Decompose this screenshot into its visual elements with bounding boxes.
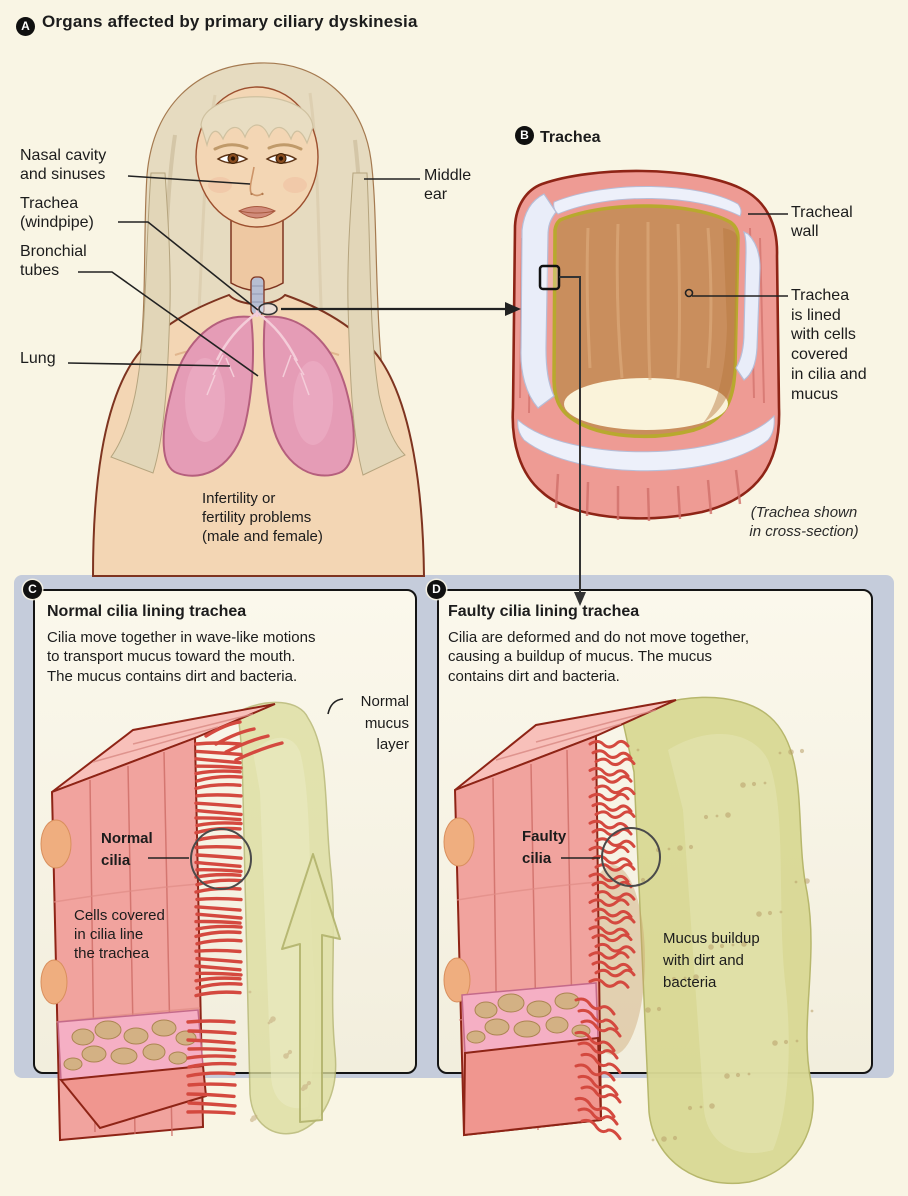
label-cells-covered: Cells covered in cilia line the trachea — [74, 907, 165, 962]
normal-mucus-layer-shape — [237, 701, 341, 1135]
label-bronchial-tubes: Bronchial tubes — [20, 243, 87, 279]
left-eyebrow — [213, 143, 249, 151]
normal-cilia-cells-illustration — [40, 701, 341, 1142]
eyes — [216, 153, 298, 164]
label-trachea-windpipe: Trachea (windpipe) — [20, 195, 94, 231]
caption-cross-section: (Trachea shown in cross-section) — [749, 504, 859, 540]
label-lung: Lung — [20, 350, 56, 367]
label-tracheal-wall: Tracheal wall — [791, 204, 853, 240]
label-infertility: Infertility or fertility problems (male … — [202, 490, 323, 545]
bangs — [200, 96, 314, 148]
label-normal-mucus-layer: Normal mucus layer — [360, 693, 409, 753]
label-trachea-lining: Trachea is lined with cells covered in c… — [791, 287, 867, 403]
panel-d-description: Cilia are deformed and do not move toget… — [448, 629, 750, 685]
badge-a: A — [16, 17, 35, 36]
nose — [249, 166, 264, 197]
cartilage-left — [520, 193, 557, 409]
goblet-cell-band — [57, 1009, 204, 1081]
faulty-cilia-cells-illustration — [443, 696, 814, 1184]
label-nasal-cavity: Nasal cavity and sinuses — [20, 147, 107, 183]
panel-c-description: Cilia move together in wave-like motions… — [47, 629, 316, 685]
trachea-cross-section-illustration — [511, 169, 781, 522]
badge-d: D — [427, 580, 446, 599]
label-middle-ear: Middle ear — [424, 167, 472, 203]
label-faulty-cilia: Faulty cilia — [522, 828, 567, 867]
right-eyebrow — [267, 143, 303, 151]
panel-d-title: Faulty cilia lining trachea — [448, 603, 640, 620]
cartilage-ring-front — [517, 414, 775, 472]
badge-c: C — [23, 580, 42, 599]
trachea-lumen — [564, 378, 728, 430]
page-title: Organs affected by primary ciliary dyski… — [42, 12, 418, 31]
goblet-cell-band — [461, 982, 599, 1054]
trachea-inner-cavity — [552, 204, 740, 439]
cell-block-bottom — [462, 1036, 603, 1137]
panel-c-title: Normal cilia lining trachea — [47, 603, 247, 620]
normal-cilia-comb — [194, 741, 243, 998]
cartilage-right — [735, 230, 761, 381]
mucus-flow-arrow — [281, 853, 341, 1123]
figure-b-title: Trachea — [540, 129, 601, 146]
label-normal-cilia: Normal cilia — [101, 830, 153, 869]
label-mucus-buildup: Mucus buildup with dirt and bacteria — [663, 930, 760, 991]
face — [195, 86, 319, 228]
badge-b: B — [515, 126, 534, 145]
